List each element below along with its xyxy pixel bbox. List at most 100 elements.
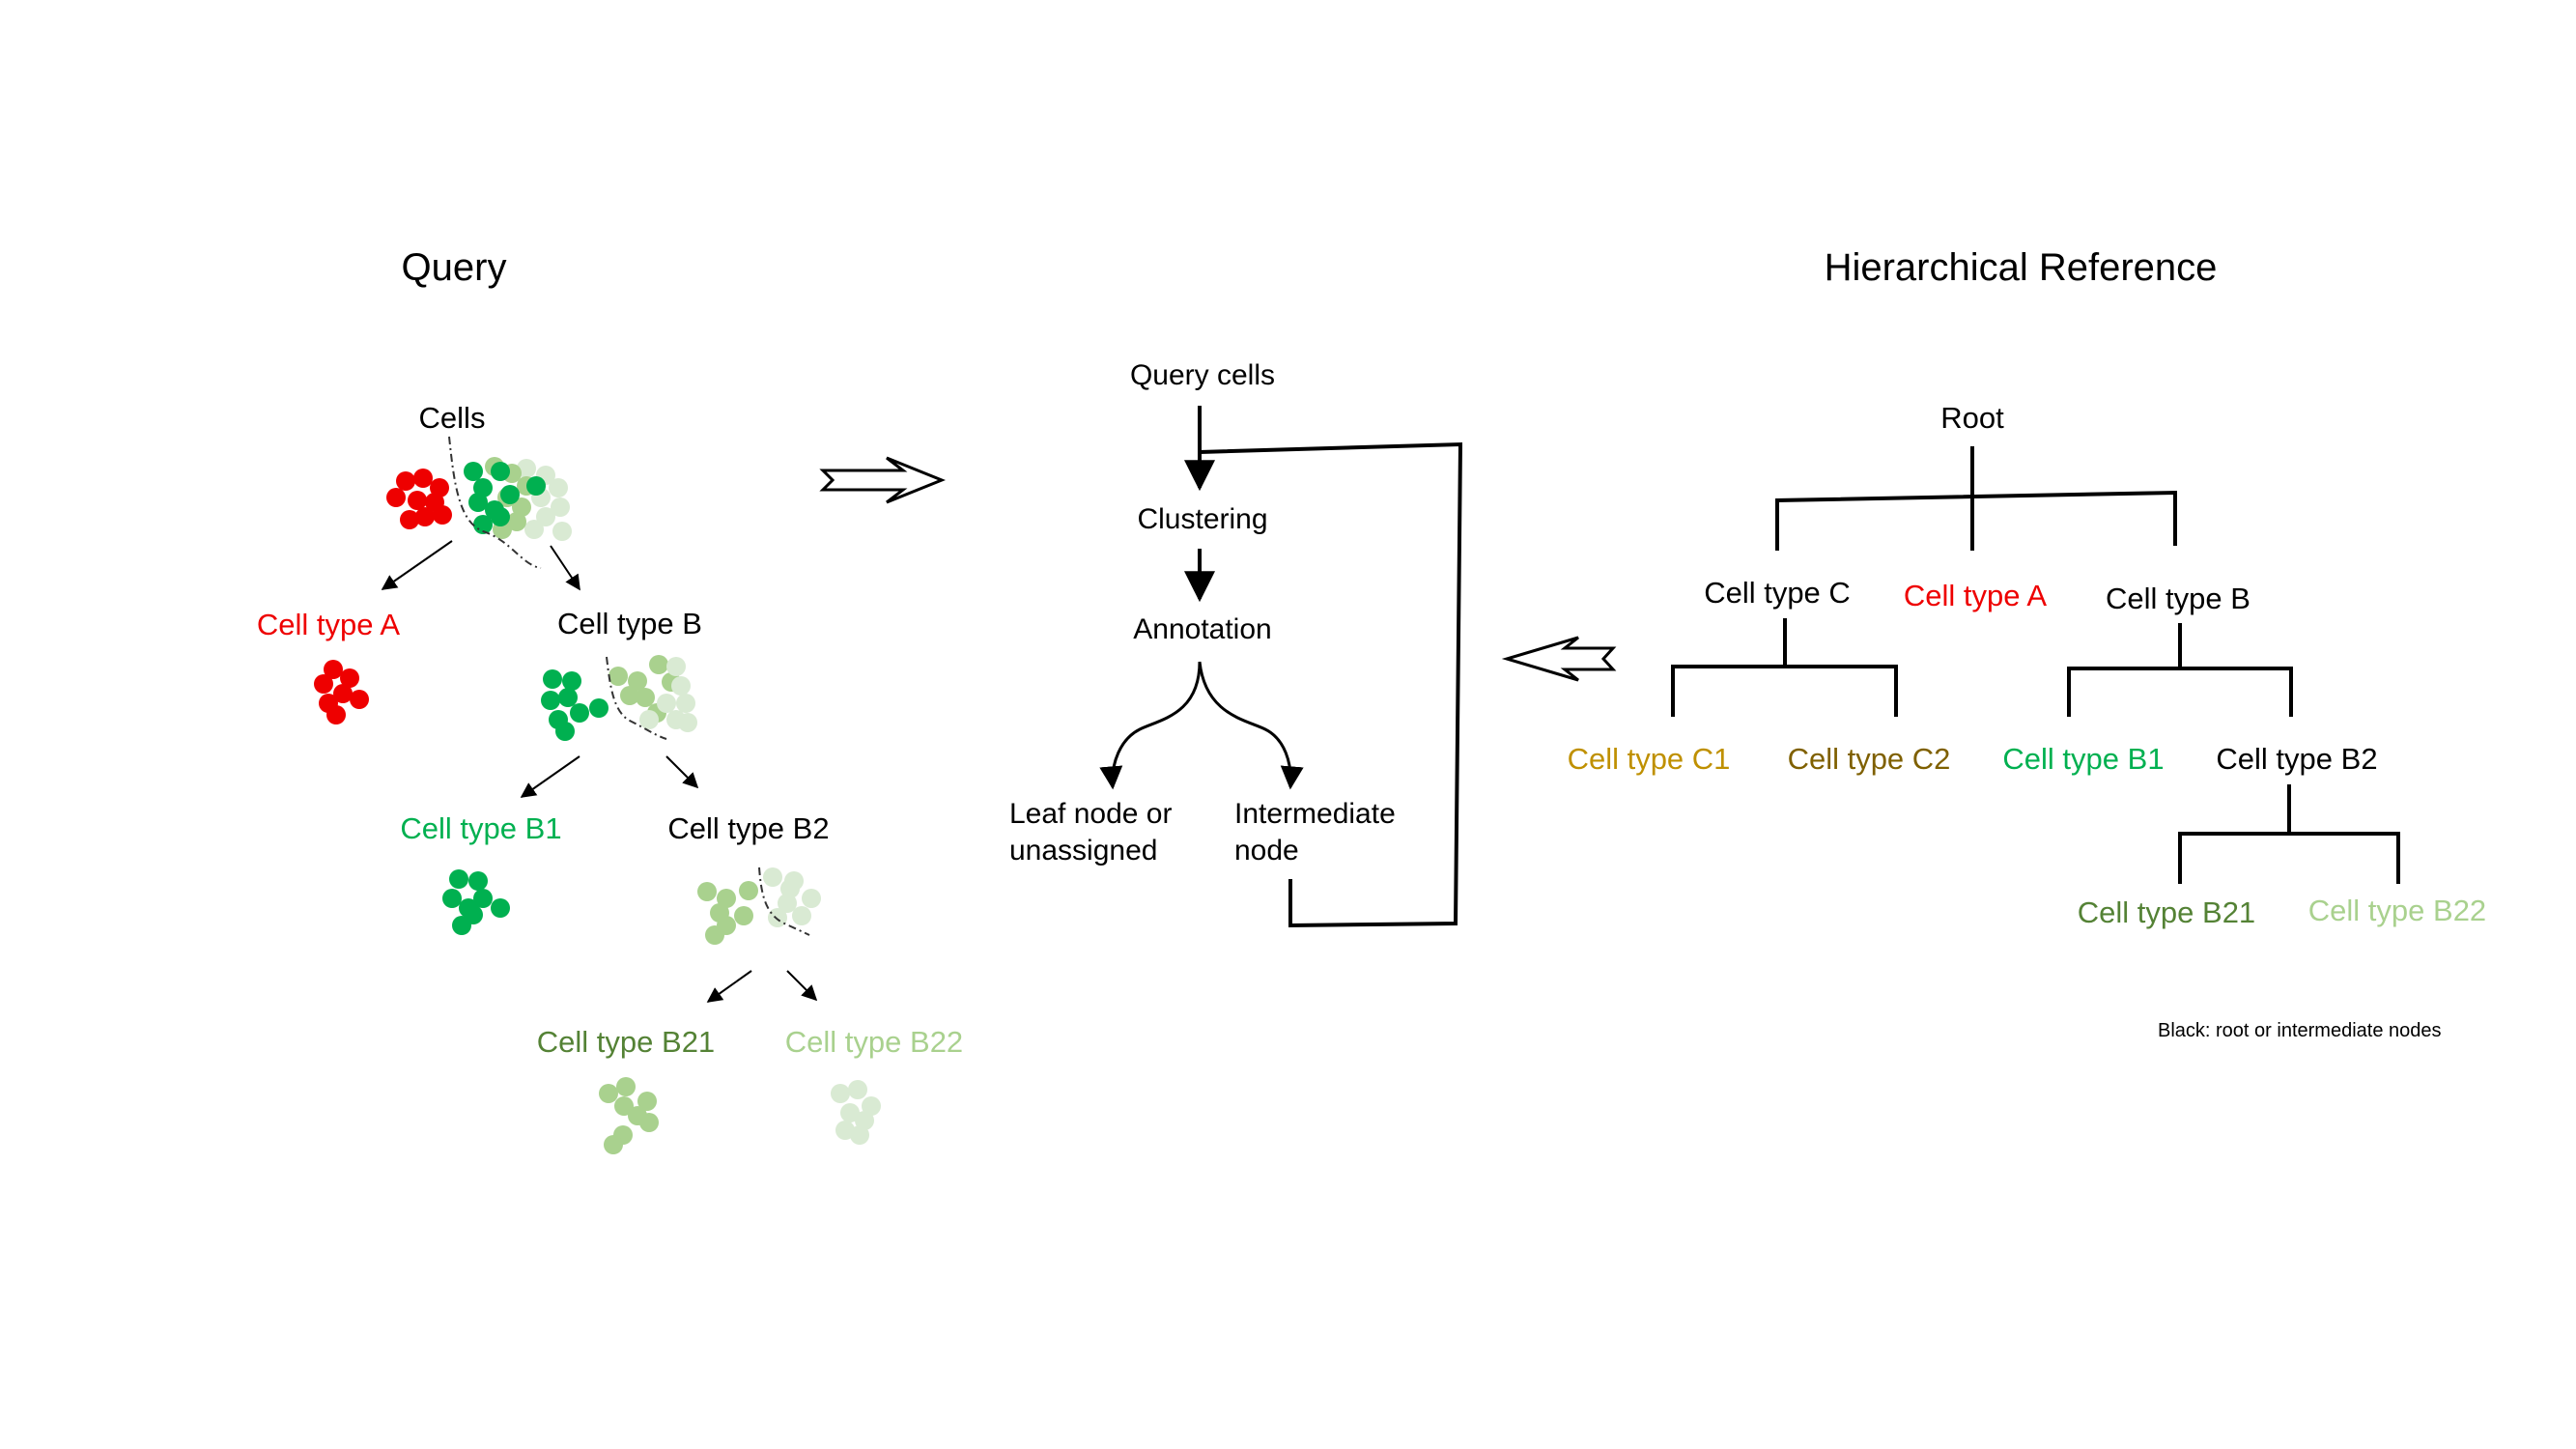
cell-dot-b21: [604, 1135, 623, 1154]
arrow-to-type-b1: [520, 755, 580, 798]
cell-dot-b22: [636, 688, 655, 707]
query-tree: Cells Cell type A Cell type B Cell type …: [257, 401, 963, 1154]
cell-dot-pale: [524, 520, 544, 539]
ref-type-b22-label: Cell type B22: [2308, 894, 2486, 927]
type-b-cells: [541, 655, 697, 741]
cell-dot-b22: [848, 1080, 867, 1099]
cell-dot-b21: [616, 1077, 636, 1096]
cell-dot-pale: [676, 694, 695, 713]
cell-dot-b1: [464, 905, 483, 924]
cell-dot-a: [314, 674, 333, 694]
cell-dot-b1: [562, 671, 581, 691]
flow-inter-line1: Intermediate: [1234, 798, 1396, 830]
flow-leaf-line2: unassigned: [1009, 835, 1157, 867]
cell-dot-b22: [697, 882, 717, 901]
ref-type-b1-label: Cell type B1: [2002, 742, 2164, 776]
type-b1-cells: [442, 869, 510, 935]
cell-dot-pale: [768, 908, 787, 927]
cell-dot-b1: [558, 688, 578, 707]
flow-query-cells: Query cells: [1130, 359, 1275, 391]
cell-dot-b22: [507, 512, 526, 531]
cell-dot-b22: [831, 1084, 850, 1103]
cell-dot-pale: [763, 867, 782, 887]
cell-dot-b1: [468, 871, 488, 891]
ref-type-c2-label: Cell type C2: [1788, 742, 1951, 776]
flow-leaf-line1: Leaf node or: [1009, 798, 1172, 830]
flow-annotation: Annotation: [1133, 613, 1271, 645]
type-b2-cells: [697, 867, 821, 945]
query-type-a-label: Cell type A: [257, 608, 401, 641]
cell-dot-b21: [637, 1092, 657, 1111]
cell-dot-b1: [491, 462, 510, 481]
cell-dot-b1: [589, 698, 609, 718]
query-type-b22-label: Cell type B22: [785, 1025, 963, 1059]
cell-dot-pale: [792, 906, 811, 925]
cell-dot-a: [396, 471, 415, 491]
flow-branch-left: [1099, 661, 1202, 790]
reference-title: Hierarchical Reference: [1825, 246, 2218, 289]
cell-dot-b22: [628, 671, 647, 691]
cell-dot-b1: [473, 889, 493, 908]
cell-dot-a: [386, 488, 406, 507]
query-type-b21-label: Cell type B21: [537, 1025, 715, 1059]
cell-dot-b1: [464, 462, 483, 481]
cell-dot-a: [326, 705, 346, 724]
legend-note: Black: root or intermediate nodes: [2158, 1020, 2442, 1041]
arrow-to-type-b22: [786, 970, 818, 1002]
query-type-b-label: Cell type B: [557, 607, 702, 640]
cell-dot-b22: [609, 667, 628, 686]
split-divider: [448, 436, 542, 569]
cell-dot-a: [350, 690, 369, 709]
cell-dot-a: [333, 684, 353, 703]
cell-dot-pale: [549, 478, 568, 497]
cell-dot-pale: [639, 710, 659, 729]
cell-dot-b22: [620, 686, 639, 705]
type-b22-cells: [831, 1080, 881, 1145]
query-type-b2-label: Cell type B2: [667, 811, 829, 845]
annotation-flowchart: Query cells Clustering Annotation Leaf n…: [1009, 359, 1463, 928]
reference-tree: Root Cell type C Cell type A Cell type B…: [1568, 401, 2487, 1041]
flow-feedback-loop: [1199, 441, 1463, 928]
flow-inter-line2: node: [1234, 835, 1299, 867]
left-hollow-arrow-icon: [1501, 636, 1617, 682]
cell-dot-b1: [570, 703, 589, 723]
cell-dot-b1: [541, 691, 560, 710]
split-divider-b: [606, 656, 667, 740]
flow-clustering: Clustering: [1137, 503, 1267, 535]
cell-dot-a: [415, 507, 435, 526]
cell-dot-b22: [862, 1096, 881, 1116]
cell-dot-b1: [526, 476, 546, 496]
ref-type-b2-label: Cell type B2: [2216, 742, 2377, 776]
cell-dot-pale: [536, 507, 555, 526]
cell-dot-b22: [649, 655, 668, 674]
cell-dot-pale: [551, 497, 570, 517]
ref-type-c1-label: Cell type C1: [1568, 742, 1731, 776]
cell-dot-pale: [802, 889, 821, 908]
cell-dot-a: [408, 491, 427, 510]
cell-dot-b1: [449, 869, 468, 889]
ref-type-b-label: Cell type B: [2106, 582, 2250, 615]
cell-dot-b22: [717, 889, 736, 908]
query-title: Query: [402, 246, 507, 289]
cell-dot-pale: [780, 879, 800, 898]
query-mixed-cells: [386, 457, 572, 541]
cell-dot-pale: [657, 694, 676, 713]
cell-dot-b1: [491, 898, 510, 918]
cell-dot-b21: [599, 1084, 618, 1103]
ref-type-c-label: Cell type C: [1704, 576, 1851, 610]
cell-dot-a: [433, 505, 452, 525]
ref-root-label: Root: [1940, 401, 2004, 435]
cell-dot-b1: [491, 507, 510, 526]
cell-dot-a: [324, 660, 343, 679]
cell-dot-b1: [468, 493, 488, 512]
cell-dot-pale: [666, 657, 686, 676]
split-divider-b2: [758, 867, 810, 936]
cell-dot-b1: [543, 669, 562, 689]
type-b21-cells: [599, 1077, 659, 1154]
cell-dot-b1: [500, 485, 520, 504]
arrow-to-type-a: [381, 540, 453, 590]
type-a-cells: [314, 660, 369, 724]
cell-dot-a: [400, 510, 419, 529]
cell-dot-b21: [614, 1096, 634, 1116]
